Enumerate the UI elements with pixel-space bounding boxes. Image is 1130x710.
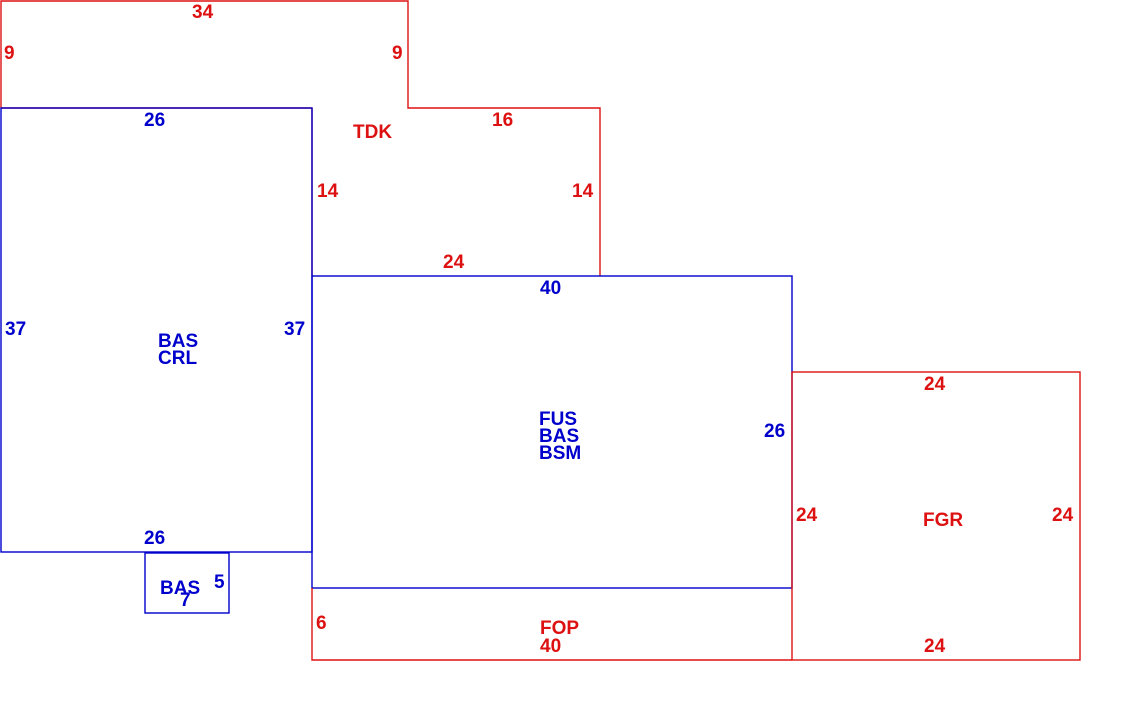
fus-code-3: BSM [539,443,582,464]
bas-small-code: BAS [160,578,201,599]
bas-crl-outline [0,107,313,553]
tdk-dim-upper-right: 16 [492,110,514,131]
bas-crl-dim-bottom: 26 [144,528,166,549]
bas-crl-code-1: BAS [158,331,199,352]
fop-code: FOP [540,618,580,639]
bas-crl-dim-top: 26 [144,110,166,131]
bas-crl-dim-right: 37 [284,319,306,340]
bas-small-outline [144,552,230,614]
fop-dim-left: 6 [316,613,327,634]
tdk-dim-bottom: 24 [443,252,465,273]
bas-crl-dim-left: 37 [5,319,27,340]
tdk-dim-left: 9 [4,43,15,64]
tdk-code: TDK [353,122,393,143]
tdk-dim-side-right: 14 [572,181,594,202]
bas-small-dim-bottom: 7 [180,590,191,611]
fop-outline [311,588,792,661]
tdk-outline [0,0,601,276]
fgr-dim-bottom: 24 [924,636,946,657]
fgr-outline [791,371,1081,661]
fgr-code: FGR [923,510,964,531]
bas-crl-code-2: CRL [158,348,198,369]
fus-code-1: FUS [539,409,577,430]
tdk-dim-top: 34 [192,2,214,23]
fop-dim-bottom: 40 [540,636,562,657]
bas-small-dim-right: 5 [214,572,225,593]
fus-code-2: BAS [539,426,580,447]
fus-dim-top: 40 [540,278,562,299]
tdk-dim-notch: 9 [392,43,403,64]
fgr-dim-left: 24 [796,505,818,526]
fgr-dim-right: 24 [1052,505,1074,526]
fgr-dim-top: 24 [924,374,946,395]
fus-dim-right: 26 [764,421,786,442]
tdk-dim-side-left: 14 [317,181,339,202]
